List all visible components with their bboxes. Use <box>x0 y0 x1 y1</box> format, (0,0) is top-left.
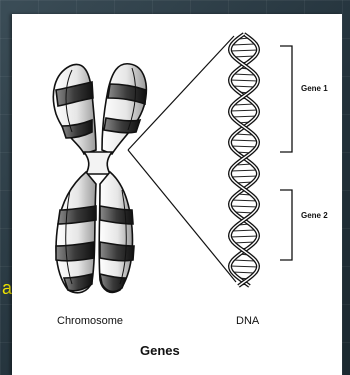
base-pair-rung <box>232 272 256 273</box>
base-pair-rung <box>234 104 254 105</box>
base-pair-rung <box>230 206 258 207</box>
base-pair-rung <box>232 44 256 45</box>
base-pair-rung <box>230 50 258 51</box>
chromatid-right-upper <box>102 64 146 154</box>
chromosome-label: Chromosome <box>57 315 123 327</box>
base-pair-rung <box>231 116 256 117</box>
base-pair-rung <box>230 110 258 111</box>
dna-double-helix <box>230 34 258 286</box>
chromatid-left-upper <box>53 64 96 154</box>
genes-diagram-panel: Gene 1 Gene 2 Chromosome DNA Genes <box>12 14 342 375</box>
genes-diagram: Gene 1 Gene 2 Chromosome DNA Genes <box>12 14 342 375</box>
band <box>104 118 140 133</box>
base-pair-rung <box>233 260 255 261</box>
centromere <box>84 152 112 174</box>
base-pair-rung <box>230 80 258 81</box>
base-pair-rung <box>233 74 255 75</box>
base-pair-rung <box>230 176 257 177</box>
dna-label: DNA <box>236 315 260 327</box>
base-pair-rung <box>230 140 257 141</box>
base-pair-rung <box>231 200 256 201</box>
base-pair-rung <box>230 236 258 237</box>
base-pair-rung <box>232 86 256 87</box>
gene-2-label: Gene 2 <box>301 211 328 220</box>
gene-1-label: Gene 1 <box>301 84 328 93</box>
diagram-title: Genes <box>140 343 180 358</box>
base-pair-rung <box>231 170 257 171</box>
chromosome-illustration <box>53 64 146 293</box>
gene-2-bracket <box>280 190 292 260</box>
gene-1-bracket <box>280 46 292 152</box>
base-pair-rung <box>230 266 258 267</box>
base-pair-rung <box>232 230 256 231</box>
zoom-lines <box>128 36 236 282</box>
cut-off-slide-text: a <box>0 278 12 298</box>
base-pair-rung <box>231 146 257 147</box>
